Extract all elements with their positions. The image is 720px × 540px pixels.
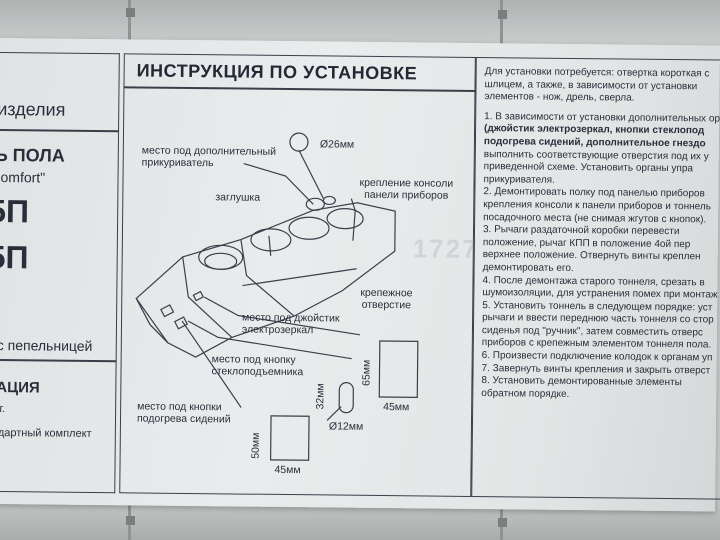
board-pin (126, 516, 135, 525)
lighter-socket (305, 197, 325, 211)
button-cutout (173, 316, 189, 330)
cupholder-2 (250, 228, 292, 252)
label-seat-heater: место под кнопки подогрева сидений (136, 400, 231, 426)
instruction-sheet: изделия Ь ПОЛА omfort" 5П 5П с пепельниц… (0, 38, 720, 512)
console-diagram (135, 132, 419, 461)
cupholder-4 (326, 208, 364, 230)
label-joystick: место под джойстик электрозеркал (241, 311, 340, 337)
d26-circle (289, 132, 309, 152)
steps-panel: Для установки потребуется: отвертка коро… (471, 56, 720, 500)
installation-steps: Для установки потребуется: отвертка коро… (481, 66, 720, 403)
board-pin (498, 10, 507, 19)
label-window-button: место под кнопку стеклоподъемника (211, 353, 304, 379)
label-plug: заглушка (215, 191, 261, 204)
section-heading-fragment: АЦИЯ (0, 378, 40, 397)
label-d26: Ø26мм (319, 138, 355, 151)
watermark: 1727 (412, 233, 479, 265)
model-code-2: 5П (0, 238, 29, 276)
cutout-50x45 (269, 415, 310, 461)
model-code-1: 5П (0, 192, 30, 230)
heading-fragment: изделия (0, 98, 66, 120)
cupholder-3 (288, 216, 330, 240)
product-name-fragment: Ь ПОЛА (0, 144, 65, 166)
label-lighter: место под дополнительный прикуриватель (141, 144, 277, 170)
left-panel: изделия Ь ПОЛА omfort" 5П 5П с пепельниц… (0, 51, 120, 494)
variant-label: с пепельницей (0, 336, 93, 354)
equipment-line-2: дартный комплект (0, 426, 92, 440)
diagram-panel: ИНСТРУКЦИЯ ПО УСТАНОВКЕ (119, 53, 479, 497)
label-dim-45a: 45мм (383, 401, 410, 414)
button-cutout (192, 290, 205, 302)
equipment-line-1: т. (0, 403, 6, 416)
instruction-title: ИНСТРУКЦИЯ ПО УСТАНОВКЕ (136, 60, 418, 84)
label-dim-50: 50мм (249, 432, 262, 459)
cupholder-1 (198, 244, 244, 270)
label-d12: Ø12мм (328, 420, 364, 433)
label-dim-32: 32мм (314, 383, 327, 410)
label-dim-45b: 45мм (274, 463, 301, 477)
d12-cylinder (338, 382, 354, 414)
label-dim-65: 65мм (360, 359, 373, 386)
button-cutout (160, 304, 175, 318)
board-pin (126, 8, 135, 17)
subtitle-fragment: omfort" (0, 169, 46, 186)
label-mount-hole: крепежное отверстие (360, 286, 413, 312)
cutout-65x45 (378, 340, 419, 398)
step-line: обратном порядке. (481, 387, 570, 400)
label-console-mount: крепление консоли панели приборов (359, 176, 454, 202)
board-pin (498, 518, 507, 527)
